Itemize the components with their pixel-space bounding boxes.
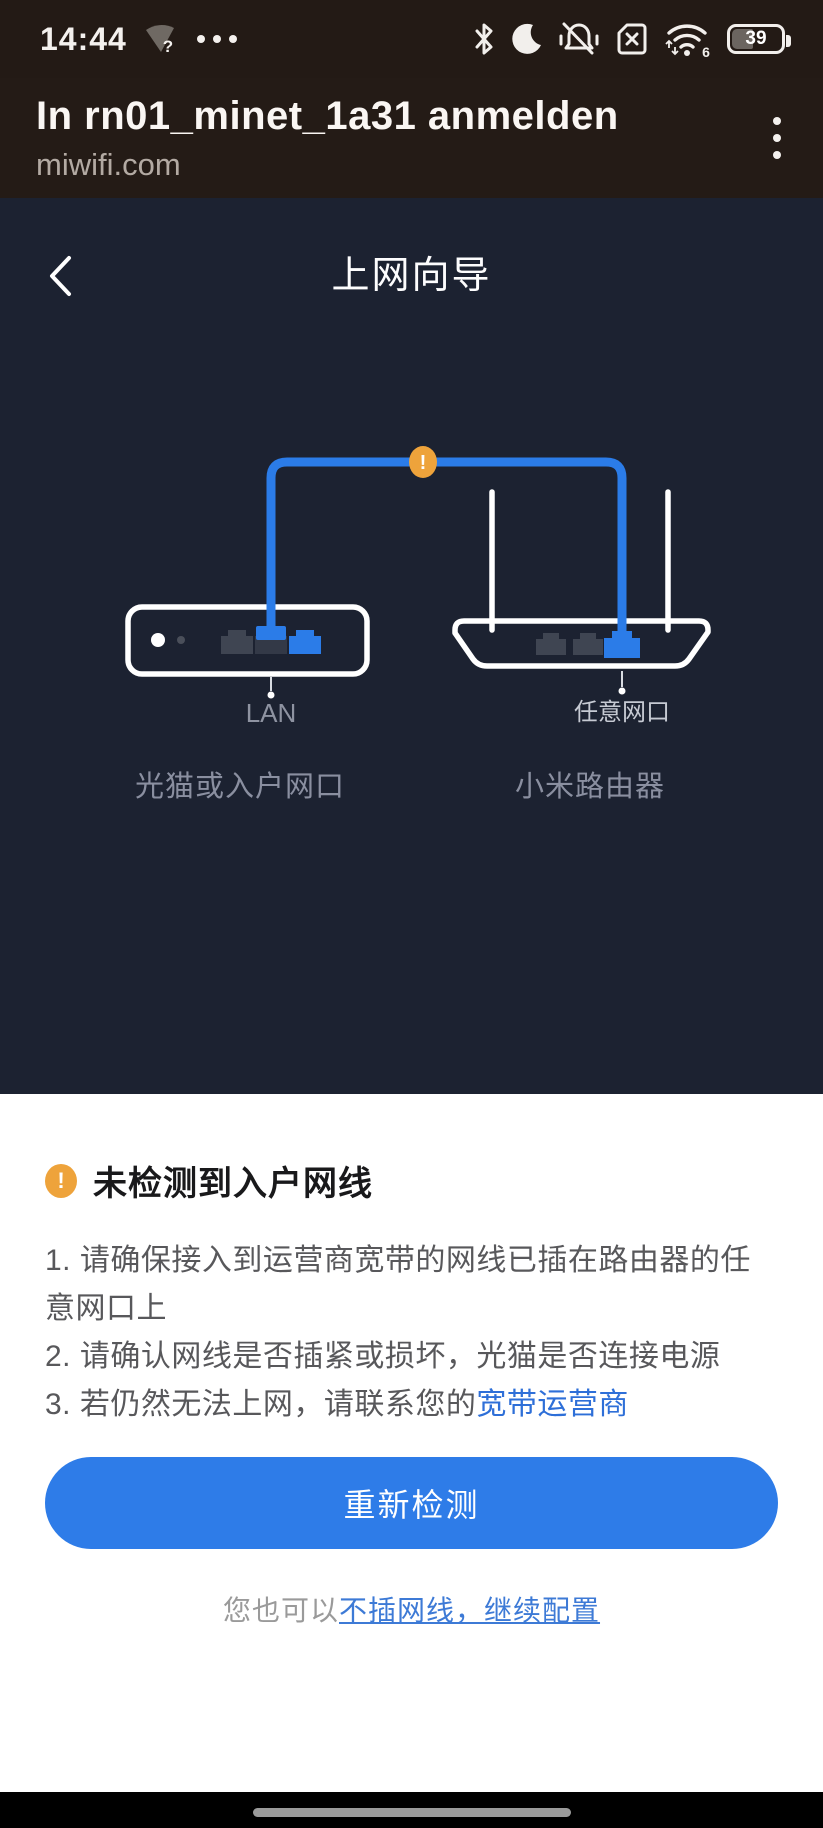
skip-configure-link[interactable]: 不插网线，继续配置 xyxy=(339,1595,601,1626)
alert-panel: ! 未检测到入户网线 1. 请确保接入到运营商宽带的网线已插在路由器的任意网口上… xyxy=(0,1094,823,1792)
router-body xyxy=(452,618,711,669)
cable-warning-icon xyxy=(409,446,437,478)
instruction-item-2: 2. 请确认网线是否插紧或损坏，光猫是否连接电源 xyxy=(45,1340,721,1373)
modem-led-small xyxy=(177,636,185,644)
modem-port-label: LAN xyxy=(246,698,297,728)
bluetooth-icon xyxy=(473,22,495,56)
router-label: 小米路由器 xyxy=(515,770,665,803)
skip-prefix: 您也可以 xyxy=(222,1595,339,1626)
wifi-question-icon: ? xyxy=(141,19,181,59)
modem-port-gray xyxy=(221,630,253,654)
battery-percent: 39 xyxy=(745,28,767,49)
wizard-page: 上网向导 ! LAN 任意网口 光猫或入户网口 小米路由器 xyxy=(0,198,823,1094)
more-dots-icon xyxy=(195,33,239,45)
no-sim-icon xyxy=(615,22,649,56)
router-port-blue xyxy=(604,631,640,658)
battery-fill xyxy=(732,29,753,49)
modem-label: 光猫或入户网口 xyxy=(135,770,345,803)
ethernet-cable xyxy=(266,457,627,638)
clock: 14:44 xyxy=(40,20,127,57)
skip-line: 您也可以不插网线，继续配置 xyxy=(45,1589,778,1629)
router-pointer-dot xyxy=(618,687,626,695)
wizard-title: 上网向导 xyxy=(331,255,492,297)
system-nav-bar xyxy=(0,1792,823,1828)
wifi6-icon: 6 xyxy=(665,21,711,57)
modem-led-big xyxy=(151,633,165,647)
svg-text:?: ? xyxy=(163,37,173,56)
cable-plug-pad xyxy=(256,626,286,640)
connection-diagram: ! LAN 任意网口 光猫或入户网口 小米路由器 xyxy=(125,446,711,803)
router-port-label: 任意网口 xyxy=(574,699,670,726)
router-port-gray-2 xyxy=(573,633,603,655)
battery-icon: 39 xyxy=(727,24,791,54)
menu-kebab-icon[interactable] xyxy=(759,107,795,169)
page-login-title: In rn01_minet_1a31 anmelden xyxy=(36,93,619,138)
dnd-moon-icon xyxy=(511,23,543,55)
wizard-navbar: 上网向导 xyxy=(0,246,823,306)
instruction-item-1: 1. 请确保接入到运营商宽带的网线已插在路由器的任意网口上 xyxy=(45,1244,751,1325)
modem-port-blue xyxy=(289,630,321,654)
cable-warning-mark: ! xyxy=(420,452,427,474)
broadband-provider-link[interactable]: 宽带运营商 xyxy=(476,1388,629,1421)
modem-pointer-dot xyxy=(267,691,275,699)
warning-icon: ! xyxy=(45,1163,77,1198)
ringer-off-vibrate-icon xyxy=(559,22,599,56)
status-bar: 14:44 ? xyxy=(0,0,823,78)
back-button[interactable] xyxy=(30,246,90,306)
home-indicator[interactable] xyxy=(253,1808,571,1817)
battery-nub xyxy=(786,35,791,47)
alert-instructions: 1. 请确保接入到运营商宽带的网线已插在路由器的任意网口上 2. 请确认网线是否… xyxy=(45,1237,778,1429)
router-port-gray-1 xyxy=(536,633,566,655)
url-label: miwifi.com xyxy=(36,146,181,182)
alert-title: 未检测到入户网线 xyxy=(93,1165,373,1203)
modem-body xyxy=(125,604,370,677)
browser-header: In rn01_minet_1a31 anmelden miwifi.com xyxy=(0,78,823,198)
retry-detect-button[interactable]: 重新检测 xyxy=(45,1457,778,1549)
wifi-standard-label: 6 xyxy=(702,44,710,57)
chevron-left-icon xyxy=(50,256,71,296)
instruction-item-3-text: 3. 若仍然无法上网，请联系您的 xyxy=(45,1388,477,1421)
alert-header: ! 未检测到入户网线 xyxy=(45,1156,778,1205)
instruction-item-3: 3. 若仍然无法上网，请联系您的宽带运营商 xyxy=(45,1381,778,1429)
